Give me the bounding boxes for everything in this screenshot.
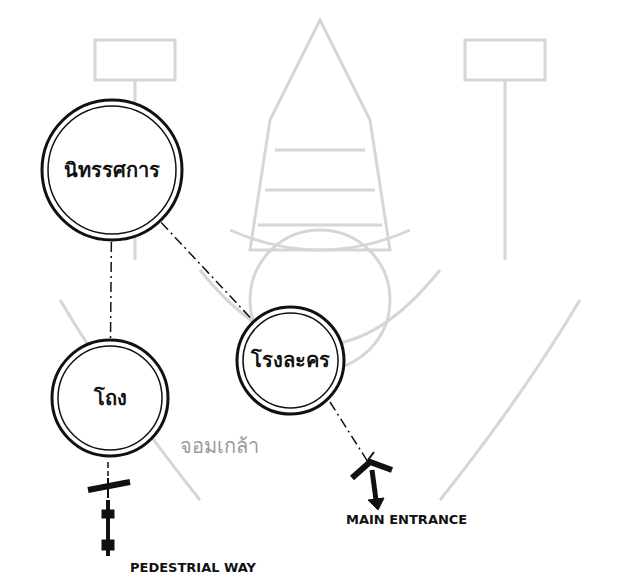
room-name: โถง <box>94 382 127 414</box>
room-name: นิทรรศการ <box>64 154 160 186</box>
pedestrian-label: PEDESTRIAL WAY <box>130 560 256 575</box>
pedestrian-path <box>107 462 109 476</box>
room-name: โรงละคร <box>251 344 330 376</box>
dash-dot-connector <box>161 223 252 320</box>
entrance-label: MAIN ENTRANCE <box>346 512 467 527</box>
entrance-symbol <box>352 452 392 510</box>
dash-dot-connector <box>110 242 112 338</box>
room-circle: โรงละคร <box>235 305 346 416</box>
entrance-path <box>330 402 368 462</box>
pedestrian-symbol <box>88 478 130 556</box>
room-circle: โถง <box>50 338 170 458</box>
watermark-text: จอมเกล้า <box>180 430 259 462</box>
room-circle: นิทรรศการ <box>40 98 184 242</box>
